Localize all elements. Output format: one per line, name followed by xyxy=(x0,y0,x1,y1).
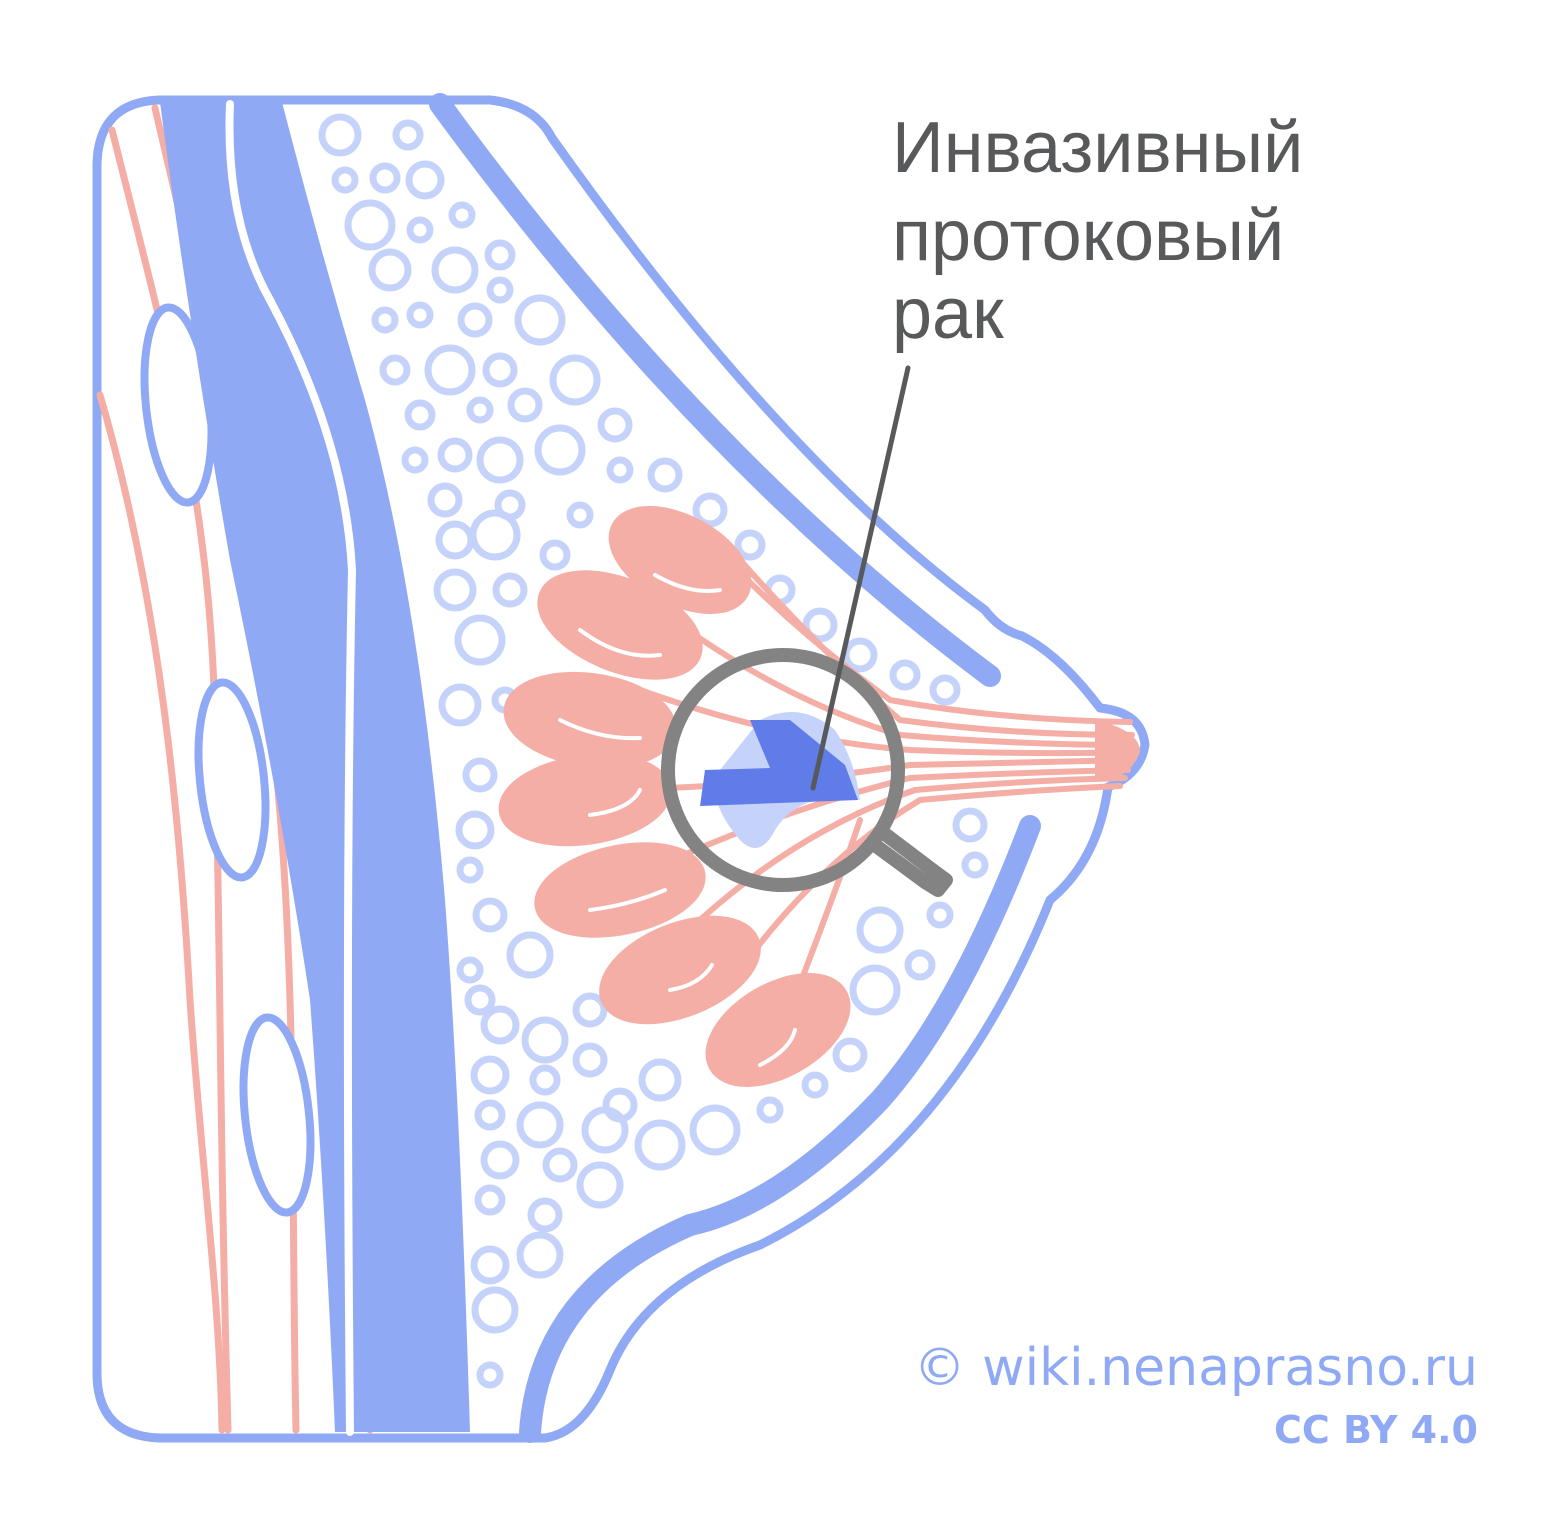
fat-cell xyxy=(832,1037,868,1073)
muscle-white-line xyxy=(225,100,357,1436)
fat-cell xyxy=(456,956,484,984)
fat-cell xyxy=(529,1064,561,1096)
fat-cell xyxy=(849,964,901,1016)
fat-cell xyxy=(484,239,516,271)
fat-cell xyxy=(406,216,434,244)
fat-cell xyxy=(371,306,399,334)
lobule-highlights xyxy=(558,573,797,1067)
label-line-1: Инвазивный xyxy=(892,108,1304,188)
fat-cell xyxy=(647,457,683,493)
fat-cell xyxy=(480,1140,520,1180)
fat-cell xyxy=(929,674,961,706)
fat-cell xyxy=(437,437,473,473)
fat-cell xyxy=(476,436,524,484)
fat-cell xyxy=(472,897,508,933)
fat-cell xyxy=(634,1119,686,1171)
fat-cell xyxy=(514,294,566,346)
fat-cell xyxy=(856,906,904,954)
fat-cell xyxy=(457,302,493,338)
fat-cell xyxy=(482,352,518,388)
fat-cell xyxy=(842,637,878,673)
label-line-3: рак xyxy=(892,274,1004,354)
fat-cell xyxy=(572,1042,608,1078)
fat-cell xyxy=(469,509,521,561)
fat-cell xyxy=(474,1099,506,1131)
fat-cell xyxy=(961,851,989,879)
fat-cell xyxy=(448,201,476,229)
fat-cell xyxy=(689,1104,741,1156)
fat-cell xyxy=(431,246,479,294)
fat-cell xyxy=(401,446,429,474)
fat-cell xyxy=(392,119,424,151)
fat-cell xyxy=(379,354,411,386)
fat-cell xyxy=(516,1231,564,1279)
fat-cell xyxy=(638,1058,682,1102)
fat-cell xyxy=(606,456,634,484)
rib-cross-sections xyxy=(140,303,315,1217)
fat-cell xyxy=(506,931,554,979)
fat-cell xyxy=(889,659,921,691)
fat-cell xyxy=(597,407,633,443)
fat-cell xyxy=(464,984,496,1016)
fat-cell xyxy=(581,1106,629,1154)
tumor-core xyxy=(700,720,858,806)
fat-cell xyxy=(542,1147,578,1183)
fat-cell xyxy=(427,482,463,518)
fat-cell xyxy=(926,901,954,929)
fat-cell xyxy=(516,1101,564,1149)
fat-cell xyxy=(466,396,494,424)
fat-cell xyxy=(486,276,514,304)
upper-skin-layer xyxy=(429,93,1001,687)
credit-license: CC BY 4.0 xyxy=(1274,1408,1478,1452)
fat-cell xyxy=(952,807,988,843)
fat-cell xyxy=(576,1161,624,1209)
fat-cell xyxy=(454,614,506,666)
lower-skin-layer xyxy=(519,815,1041,1443)
fat-cell xyxy=(424,344,476,396)
fat-cell xyxy=(476,1361,504,1389)
fat-cell xyxy=(801,1071,829,1099)
fat-cell xyxy=(331,166,359,194)
fat-cell xyxy=(756,1096,784,1124)
label-pointer-line xyxy=(810,365,911,791)
lobules xyxy=(498,506,851,1087)
fat-cell xyxy=(470,1245,510,1285)
fat-cell xyxy=(433,568,477,612)
fat-cell xyxy=(470,1055,510,1095)
fat-cell xyxy=(692,492,728,528)
nipple-ducts xyxy=(1095,720,1140,782)
fat-cell xyxy=(344,199,396,251)
fat-cell xyxy=(507,387,543,423)
label-line-2: протоковый xyxy=(892,196,1285,276)
fat-cell xyxy=(406,301,434,329)
fat-cell xyxy=(318,113,362,157)
credit-site: © wiki.nenaprasno.ru xyxy=(913,1338,1478,1398)
fat-cell xyxy=(455,810,495,850)
fat-cell xyxy=(734,529,766,561)
fat-cell xyxy=(566,501,594,529)
fat-cell xyxy=(904,949,936,981)
fat-cell xyxy=(405,160,445,200)
fat-cell xyxy=(456,856,484,884)
fat-cell xyxy=(527,1197,563,1233)
fat-cell xyxy=(534,424,586,476)
fat-cell xyxy=(549,354,601,406)
fat-cells xyxy=(318,113,989,1389)
fat-cell xyxy=(462,757,498,793)
fat-cell xyxy=(480,1005,520,1045)
fat-cell xyxy=(404,399,436,431)
fat-cell xyxy=(492,572,528,608)
fat-cell xyxy=(471,1286,519,1334)
fat-cell xyxy=(521,1016,569,1064)
fat-cell xyxy=(368,248,412,292)
fat-cell xyxy=(802,607,838,643)
fat-cell xyxy=(369,162,401,194)
fat-cell xyxy=(438,683,482,727)
fat-cell xyxy=(539,539,571,571)
pectoral-muscle xyxy=(160,102,470,1432)
fat-cell xyxy=(474,1184,506,1216)
magnifier-icon xyxy=(661,648,953,897)
fat-cell xyxy=(572,992,608,1028)
